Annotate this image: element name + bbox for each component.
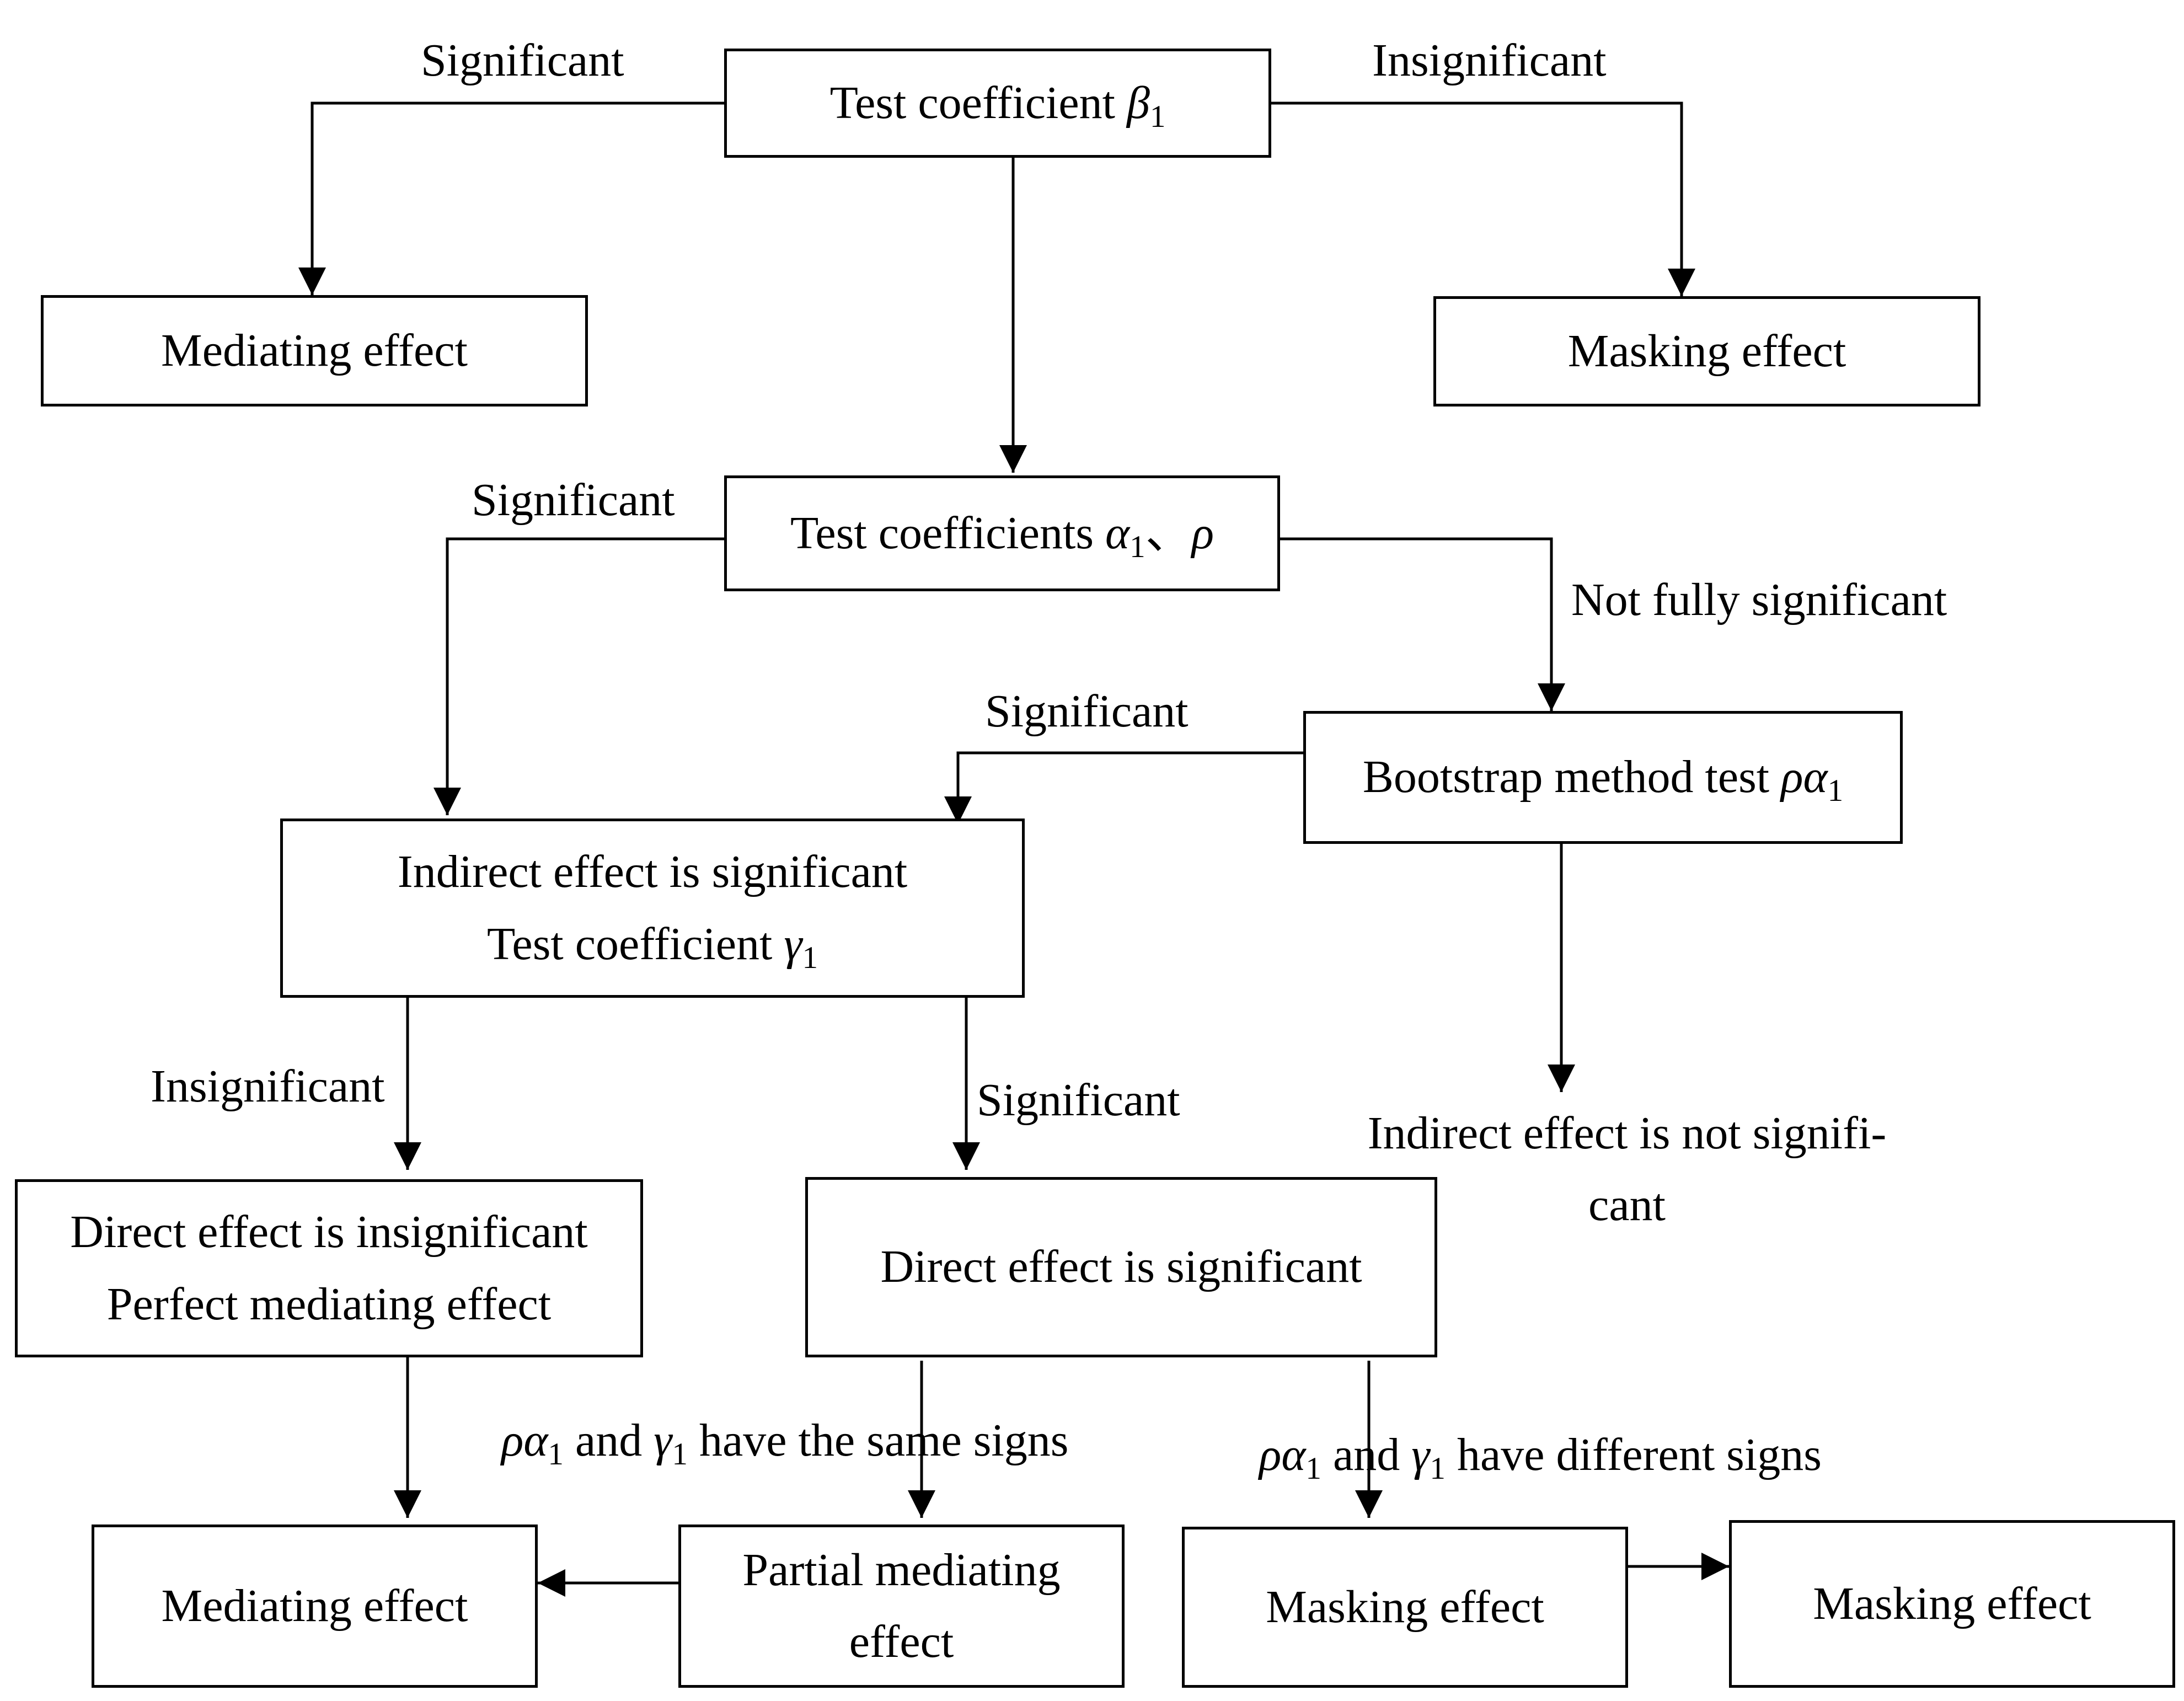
same-rho-alpha-sub: 1 [548, 1436, 564, 1472]
indirect-sig-line2: Test coefficient [486, 918, 784, 970]
box-test-coefficient-beta: Test coefficient β1 [724, 49, 1271, 158]
box-mediating-effect-top: Mediating effect [41, 295, 588, 406]
arrow-alpha-rho-to-indirect-sig [433, 537, 724, 815]
label-significant-mid-left: Significant [472, 474, 675, 526]
box-test-coefficients-alpha-rho: Test coefficients α1、ρ [724, 475, 1280, 591]
box-masking-effect-top: Masking effect [1433, 296, 1980, 406]
alpha-subscript: 1 [1130, 529, 1145, 564]
label-significant-bootstrap: Significant [985, 686, 1189, 737]
label-significant-top-left: Significant [421, 35, 624, 86]
arrow-beta-to-masking-top [1271, 101, 1695, 296]
diff-rho-alpha-sub: 1 [1305, 1451, 1321, 1486]
arrow-beta-to-mediating-top [298, 101, 724, 295]
box-direct-effect-significant: Direct effect is significant [805, 1177, 1437, 1357]
mediating-bottom-text: Mediating effect [161, 1580, 468, 1632]
indirect-sig-line1: Indirect effect is significant [397, 846, 908, 898]
partial-mediating-line1: Partial mediating [742, 1544, 1061, 1596]
indirect-not-sig-line1: Indirect effect is not signifi- [1367, 1108, 1887, 1159]
box-masking-effect-bottom-left: Masking effect [1182, 1527, 1628, 1688]
alpha-rho-text: Test coefficients [790, 507, 1106, 559]
masking-top-text: Masking effect [1567, 325, 1846, 377]
label-not-fully-significant: Not fully significant [1571, 574, 1947, 625]
beta-symbol: β [1126, 77, 1150, 129]
rho-alpha-subscript: 1 [1827, 773, 1844, 809]
direct-insig-line1: Direct effect is insignificant [70, 1206, 588, 1258]
bootstrap-text: Bootstrap method test [1362, 751, 1781, 803]
same-rho-alpha: ρα [501, 1415, 548, 1466]
gamma-subscript: 1 [802, 940, 818, 975]
same-gamma: γ [654, 1415, 672, 1466]
box-mediating-effect-bottom: Mediating effect [92, 1525, 538, 1688]
arrow-bootstrap-to-indirect-sig [944, 751, 1303, 824]
beta-subscript: 1 [1149, 99, 1166, 134]
box-partial-mediating-effect: Partial mediating effect [678, 1525, 1125, 1688]
box-bootstrap-method-test: Bootstrap method test ρα1 [1303, 711, 1903, 844]
diff-gamma-sub: 1 [1430, 1451, 1446, 1486]
alpha-symbol: α [1105, 507, 1130, 559]
same-and: and [563, 1415, 654, 1466]
rho-alpha-symbol: ρα [1781, 751, 1828, 803]
label-insignificant-top-right: Insignificant [1372, 35, 1607, 86]
indirect-effect-not-significant: Indirect effect is not signifi- cant [1302, 1098, 1952, 1241]
label-different-signs: ρα1 and γ1 have different signs [1259, 1429, 1822, 1485]
direct-sig-text: Direct effect is significant [880, 1241, 1362, 1293]
masking-bottom-right-text: Masking effect [1813, 1577, 2091, 1629]
indirect-not-sig-line2: cant [1588, 1179, 1666, 1231]
label-significant-center: Significant [977, 1074, 1180, 1126]
same-gamma-sub: 1 [672, 1436, 688, 1472]
box-indirect-effect-significant: Indirect effect is significant Test coef… [280, 819, 1025, 998]
label-same-signs: ρα1 and γ1 have the same signs [501, 1415, 1069, 1470]
masking-bottom-left-text: Masking effect [1266, 1581, 1544, 1633]
separator: 、 [1145, 507, 1192, 559]
arrow-alpha-rho-to-bootstrap [1280, 537, 1565, 711]
mediating-top-text: Mediating effect [161, 324, 468, 376]
box-direct-effect-insignificant: Direct effect is insignificant Perfect m… [15, 1179, 643, 1357]
diff-and: and [1321, 1429, 1412, 1480]
rho-symbol: ρ [1191, 507, 1214, 559]
diff-tail: have different signs [1445, 1429, 1822, 1480]
same-tail: have the same signs [687, 1415, 1069, 1466]
diff-gamma: γ [1411, 1429, 1430, 1480]
gamma-symbol: γ [784, 918, 802, 970]
box-test-beta-text: Test coefficient [829, 77, 1127, 129]
box-masking-effect-bottom-right: Masking effect [1729, 1520, 2175, 1688]
partial-mediating-line2: effect [849, 1616, 954, 1667]
direct-insig-line2: Perfect mediating effect [106, 1278, 552, 1330]
label-insignificant-left: Insignificant [151, 1061, 385, 1112]
diff-rho-alpha: ρα [1259, 1429, 1306, 1480]
